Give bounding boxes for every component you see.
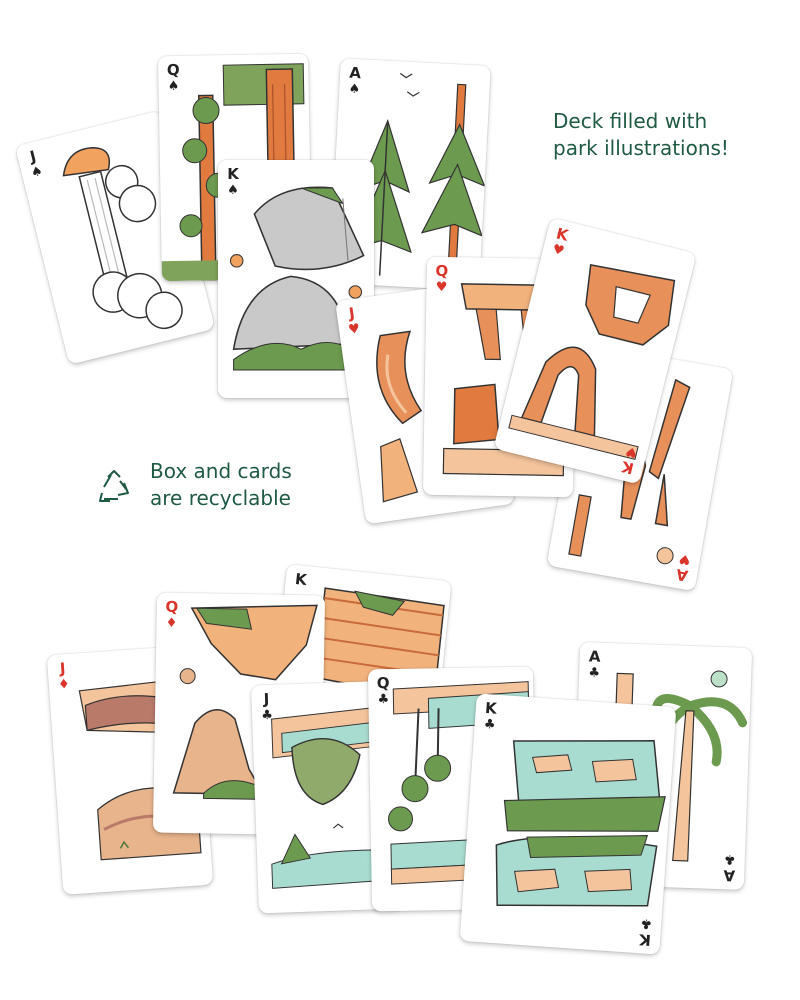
arch-rock-illustration bbox=[568, 378, 691, 565]
heart-suit-icon: ♥ bbox=[624, 442, 640, 461]
card-rank: Q bbox=[435, 261, 449, 281]
card-king-hearts-delicate-arch: K ♥ K ♥ bbox=[493, 217, 697, 485]
card-ace-hearts-arch: A ♥ bbox=[546, 343, 734, 592]
card-rank: J bbox=[347, 304, 356, 323]
card-king-clubs-river: K ♣ K ♣ bbox=[459, 693, 677, 955]
card-corner: A ♣ bbox=[586, 647, 603, 681]
card-corner-bottom: A ♣ bbox=[721, 851, 738, 885]
heart-suit-icon: ♥ bbox=[435, 279, 448, 296]
sandstone-illustration bbox=[376, 330, 423, 503]
club-suit-icon: ♣ bbox=[639, 915, 653, 932]
card-jack-spades-geyser: J ♠ bbox=[15, 110, 215, 365]
half-dome-illustration bbox=[229, 186, 365, 371]
card-rank: Q bbox=[165, 597, 179, 616]
card-corner: Q ♦ bbox=[163, 597, 180, 631]
club-suit-icon: ♣ bbox=[588, 665, 601, 681]
callout-line: Deck filled with bbox=[553, 109, 708, 133]
heart-suit-icon: ♥ bbox=[347, 321, 361, 338]
heart-suit-icon: ♥ bbox=[550, 241, 566, 260]
card-corner: J ♣ bbox=[258, 689, 275, 724]
card-rank: K bbox=[484, 698, 498, 718]
club-suit-icon: ♣ bbox=[483, 716, 497, 733]
card-corner: J ♦ bbox=[54, 659, 72, 693]
card-rank: A bbox=[348, 63, 362, 83]
card-corner-bottom: K ♣ bbox=[637, 915, 655, 950]
card-rank: A bbox=[723, 866, 736, 885]
club-suit-icon: ♣ bbox=[377, 692, 390, 708]
delicate-arch-illustration bbox=[508, 264, 676, 460]
recyclable-callout: Box and cards are recyclable bbox=[150, 458, 292, 512]
card-rank: Q bbox=[166, 60, 180, 80]
card-rank: J bbox=[263, 689, 270, 709]
heart-suit-icon: ♥ bbox=[677, 550, 692, 568]
cliffs-illustration bbox=[172, 604, 318, 801]
spade-suit-icon: ♠ bbox=[348, 81, 361, 98]
card-corner: Q ♥ bbox=[433, 261, 450, 296]
card-jack-hearts-sandstone: J ♥ bbox=[335, 280, 515, 525]
deck-illustrations-callout: Deck filled with park illustrations! bbox=[553, 108, 729, 162]
card-king-spades-half-dome: K ♠ bbox=[218, 160, 374, 398]
card-rank: Q bbox=[376, 674, 390, 693]
card-corner: K bbox=[292, 569, 309, 590]
card-rank: A bbox=[588, 647, 601, 666]
card-jack-clubs-shoreline: J ♣ bbox=[251, 680, 404, 914]
card-corner: K ♠ bbox=[225, 165, 241, 198]
spade-suit-icon: ♠ bbox=[167, 78, 180, 95]
card-rank: K bbox=[227, 165, 239, 183]
card-corner: A ♠ bbox=[346, 63, 364, 98]
spade-suit-icon: ♠ bbox=[29, 163, 45, 182]
recycle-icon bbox=[99, 470, 129, 502]
card-queen-diamonds-cliffs: Q ♦ bbox=[152, 592, 326, 836]
club-suit-icon: ♣ bbox=[261, 707, 274, 724]
club-suit-icon: ♣ bbox=[723, 851, 736, 867]
diamond-suit-icon: ♦ bbox=[57, 677, 71, 693]
callout-line: are recyclable bbox=[150, 486, 291, 510]
card-rank: A bbox=[674, 565, 690, 585]
card-corner: Q ♠ bbox=[165, 60, 182, 95]
card-rank: J bbox=[59, 659, 67, 678]
callout-line: park illustrations! bbox=[553, 136, 729, 160]
card-rank: K bbox=[294, 569, 308, 590]
callout-line: Box and cards bbox=[150, 459, 292, 483]
card-corner: Q ♣ bbox=[375, 674, 392, 708]
spade-suit-icon: ♠ bbox=[227, 183, 239, 198]
card-corner: K ♣ bbox=[481, 698, 499, 733]
diamond-suit-icon: ♦ bbox=[165, 615, 178, 631]
geyser-illustration bbox=[62, 146, 183, 330]
card-rank: K bbox=[638, 930, 652, 950]
river-illustration bbox=[495, 740, 666, 907]
shoreline-illustration bbox=[271, 704, 404, 889]
